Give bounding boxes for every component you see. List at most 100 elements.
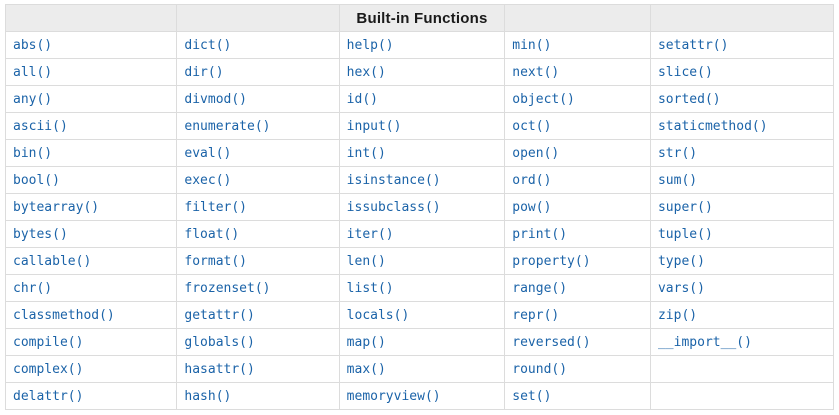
function-cell: exec() <box>176 166 340 194</box>
builtin-function-link[interactable]: pow() <box>512 199 552 215</box>
builtin-function-link[interactable]: print() <box>512 226 568 242</box>
function-cell: map() <box>338 328 506 356</box>
builtin-function-link[interactable]: eval() <box>184 145 232 161</box>
builtin-function-link[interactable]: input() <box>346 118 402 134</box>
builtin-function-link[interactable]: help() <box>346 37 394 53</box>
builtin-function-link[interactable]: all() <box>13 64 53 80</box>
function-cell: globals() <box>176 328 340 356</box>
builtin-function-link[interactable]: next() <box>512 64 560 80</box>
builtin-function-link[interactable]: len() <box>346 253 386 269</box>
builtin-function-link[interactable]: staticmethod() <box>657 118 768 134</box>
builtin-function-link[interactable]: __import__() <box>657 334 752 350</box>
builtin-function-link[interactable]: setattr() <box>657 37 729 53</box>
builtin-function-link[interactable]: callable() <box>13 253 92 269</box>
empty-cell <box>649 355 835 383</box>
builtin-function-link[interactable]: list() <box>346 280 394 296</box>
builtin-function-link[interactable]: locals() <box>346 307 410 323</box>
builtin-function-link[interactable]: ascii() <box>13 118 68 134</box>
builtin-function-link[interactable]: hasattr() <box>184 361 255 377</box>
function-cell: float() <box>176 220 340 248</box>
builtin-function-link[interactable]: map() <box>346 334 386 350</box>
function-cell: bytes() <box>4 220 178 248</box>
table-row: classmethod() getattr() locals() repr() zip(… <box>4 301 835 329</box>
builtin-function-link[interactable]: hex() <box>346 64 386 80</box>
builtin-function-link[interactable]: max() <box>346 361 386 377</box>
builtin-function-link[interactable]: vars() <box>657 280 705 296</box>
builtin-function-link[interactable]: frozenset() <box>184 280 271 296</box>
function-cell: bytearray() <box>4 193 178 221</box>
builtin-function-link[interactable]: str() <box>657 145 698 161</box>
builtin-function-link[interactable]: range() <box>512 280 568 296</box>
builtin-function-link[interactable]: memoryview() <box>346 388 441 404</box>
builtin-function-link[interactable]: compile() <box>13 334 84 350</box>
function-cell: filter() <box>176 193 340 221</box>
builtin-function-link[interactable]: super() <box>657 199 713 215</box>
builtin-function-link[interactable]: type() <box>657 253 705 269</box>
builtin-function-link[interactable]: ord() <box>512 172 552 188</box>
builtin-function-link[interactable]: tuple() <box>657 226 713 242</box>
builtin-function-link[interactable]: bytes() <box>13 226 68 242</box>
builtin-function-link[interactable]: round() <box>512 361 568 377</box>
function-cell: max() <box>338 355 506 383</box>
builtin-function-link[interactable]: bool() <box>13 172 60 188</box>
builtin-function-link[interactable]: sum() <box>657 172 698 188</box>
builtin-function-link[interactable]: open() <box>512 145 560 161</box>
builtin-function-link[interactable]: issubclass() <box>346 199 441 215</box>
builtin-function-link[interactable]: repr() <box>512 307 560 323</box>
builtin-function-link[interactable]: delattr() <box>13 388 84 404</box>
function-cell: divmod() <box>176 85 340 113</box>
function-cell: eval() <box>176 139 340 167</box>
builtin-functions-table: Built-in Functions abs()dict()help()min(… <box>4 4 835 410</box>
function-cell: input() <box>338 112 506 140</box>
builtin-function-link[interactable]: property() <box>512 253 591 269</box>
builtin-function-link[interactable]: set() <box>512 388 552 404</box>
builtin-function-link[interactable]: slice() <box>657 64 713 80</box>
function-cell: set() <box>504 382 651 410</box>
table-row: ascii() enumerate() input() oct() staticmeth… <box>4 112 835 140</box>
builtin-function-link[interactable]: exec() <box>184 172 232 188</box>
function-cell: print() <box>504 220 651 248</box>
builtin-function-link[interactable]: dir() <box>184 64 224 80</box>
builtin-function-link[interactable]: bytearray() <box>13 199 100 215</box>
builtin-function-link[interactable]: hash() <box>184 388 232 404</box>
function-cell: __import__() <box>649 328 835 356</box>
function-cell: chr() <box>4 274 178 302</box>
builtin-function-link[interactable]: zip() <box>657 307 698 323</box>
builtin-function-link[interactable]: reversed() <box>512 334 591 350</box>
builtin-function-link[interactable]: isinstance() <box>346 172 441 188</box>
function-cell: vars() <box>649 274 835 302</box>
header-cell-empty-4 <box>649 4 835 32</box>
builtin-function-link[interactable]: chr() <box>13 280 53 296</box>
builtin-function-link[interactable]: oct() <box>512 118 552 134</box>
builtin-function-link[interactable]: object() <box>512 91 575 107</box>
builtin-function-link[interactable]: divmod() <box>184 91 248 107</box>
table-body: abs() dict() help() min() setattr() all() dir(… <box>4 31 835 410</box>
function-cell: tuple() <box>649 220 835 248</box>
builtin-function-link[interactable]: int() <box>346 145 386 161</box>
builtin-function-link[interactable]: iter() <box>346 226 394 242</box>
builtin-function-link[interactable]: complex() <box>13 361 84 377</box>
table-row: complex() hasattr() max() round() <box>4 355 835 383</box>
builtin-function-link[interactable]: enumerate() <box>184 118 271 134</box>
table-row: compile() globals() map() reversed() __impor… <box>4 328 835 356</box>
function-cell: next() <box>504 58 651 86</box>
function-cell: delattr() <box>4 382 178 410</box>
function-cell: slice() <box>649 58 835 86</box>
builtin-function-link[interactable]: min() <box>512 37 552 53</box>
builtin-function-link[interactable]: filter() <box>184 199 248 215</box>
builtin-function-link[interactable]: bin() <box>13 145 53 161</box>
builtin-function-link[interactable]: abs() <box>13 37 53 53</box>
builtin-function-link[interactable]: sorted() <box>657 91 721 107</box>
header-cell-empty-1 <box>4 4 178 32</box>
builtin-function-link[interactable]: dict() <box>184 37 232 53</box>
builtin-function-link[interactable]: format() <box>184 253 248 269</box>
table-row: bytes() float() iter() print() tuple() <box>4 220 835 248</box>
builtin-function-link[interactable]: any() <box>13 91 53 107</box>
builtin-function-link[interactable]: classmethod() <box>13 307 115 323</box>
builtin-function-link[interactable]: getattr() <box>184 307 255 323</box>
builtin-function-link[interactable]: float() <box>184 226 240 242</box>
builtin-function-link[interactable]: id() <box>346 91 378 107</box>
function-cell: round() <box>504 355 651 383</box>
builtin-function-link[interactable]: globals() <box>184 334 255 350</box>
function-cell: hasattr() <box>176 355 340 383</box>
